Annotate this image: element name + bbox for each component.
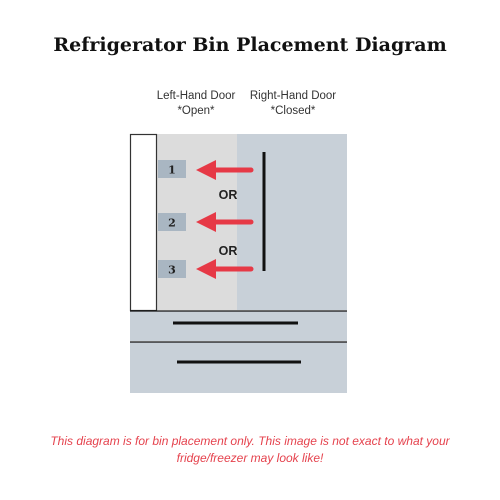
left-door-label: Left-Hand Door *Open*: [141, 89, 251, 119]
door-edge: [129, 133, 158, 312]
bin-1: 1: [158, 160, 186, 178]
bin-3: 3: [158, 260, 186, 278]
right-door-label-line1: Right-Hand Door: [249, 90, 337, 102]
bin-label: 2: [168, 217, 176, 230]
freezer-drawer: [130, 342, 347, 393]
upper-drawer: [130, 311, 347, 341]
or-label-2: OR: [219, 244, 238, 258]
right-door-label: Right-Hand Door *Closed*: [238, 89, 348, 119]
diagram-title: Refrigerator Bin Placement Diagram: [53, 34, 447, 56]
bin-label: 3: [168, 264, 176, 277]
right-door-label-line2: *Closed*: [270, 105, 316, 117]
or-label-1: OR: [219, 188, 238, 202]
bin-2: 2: [158, 213, 186, 231]
bin-label: 1: [168, 164, 176, 177]
left-door-label-line2: *Open*: [177, 105, 215, 117]
disclaimer-text: This diagram is for bin placement only. …: [50, 434, 450, 465]
left-door-label-line1: Left-Hand Door: [156, 90, 236, 102]
